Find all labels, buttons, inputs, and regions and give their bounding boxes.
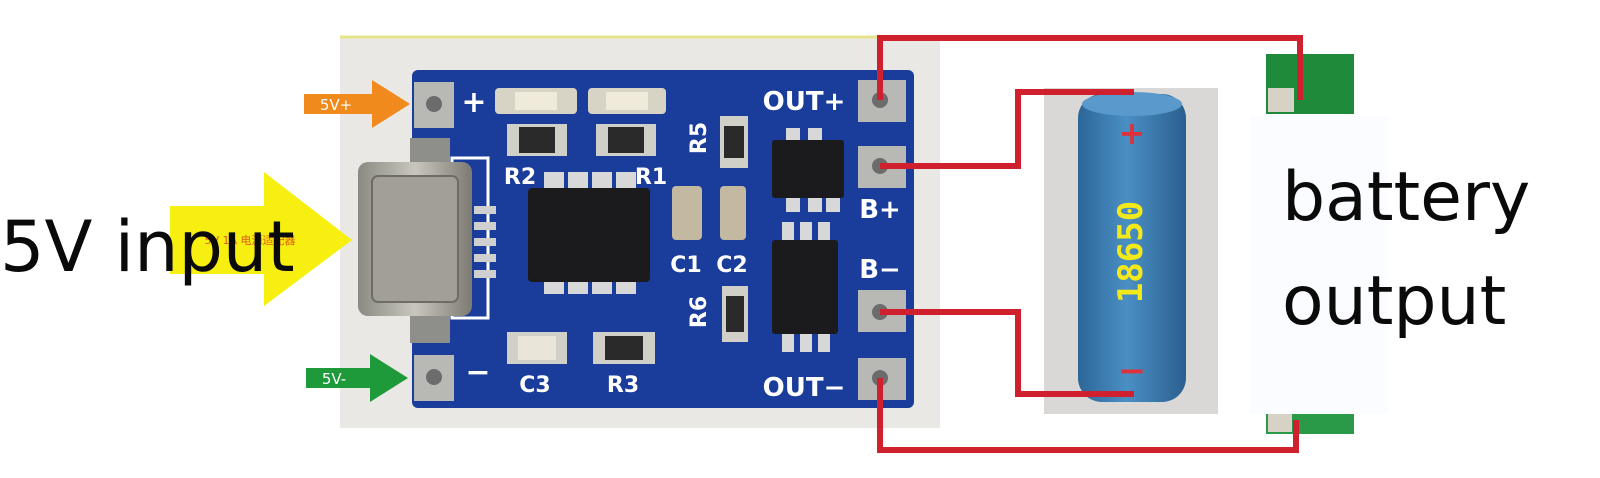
label-c1: C1 [670, 253, 701, 278]
input-title: 5V input [0, 206, 295, 288]
resistor-r2-body [519, 127, 555, 153]
wiring [877, 35, 1303, 453]
label-out-minus: OUT− [763, 373, 846, 403]
input-arrow [170, 172, 352, 306]
arrow-5v-minus [306, 354, 408, 402]
pad-5v-plus-hole [426, 96, 442, 112]
arrow-5v-plus [304, 80, 410, 128]
output-title-line2: output [1282, 262, 1507, 341]
label-c2: C2 [716, 253, 747, 278]
wire-b-plus [880, 89, 1134, 169]
label-r6: R6 [687, 296, 712, 328]
label-c3: C3 [519, 373, 550, 398]
battery-plus-mark: + [1119, 114, 1146, 152]
resistor-r1-body [608, 127, 644, 153]
battery-model-label: 18650 [1111, 201, 1151, 303]
input-arrow-text: 5V 1A 电源适配器 [204, 233, 295, 247]
label-r5: R5 [687, 122, 712, 154]
capacitor-c3-body [518, 336, 556, 360]
resistor-r5-body [724, 126, 744, 158]
label-5v-minus: 5V- [322, 370, 346, 388]
label-r3: R3 [607, 373, 639, 398]
capacitor-c1 [672, 186, 702, 240]
charger-ic [528, 172, 650, 294]
label-r1: R1 [635, 165, 667, 190]
wire-out-plus [877, 35, 1303, 100]
label-5v-plus: 5V+ [320, 96, 352, 114]
pad-5v-minus-hole [426, 369, 442, 385]
board-plus-label: + [461, 85, 486, 120]
led-blue-lens [606, 92, 648, 110]
usb-tab-top [410, 138, 450, 166]
label-b-plus: B+ [859, 195, 901, 225]
output-label-panel [1250, 116, 1388, 414]
resistor-r3-body [605, 336, 643, 360]
wire-out-minus [877, 378, 1299, 453]
mosfet-chip [772, 128, 844, 212]
output-pad-top [1268, 88, 1294, 112]
resistor-r6-body [726, 296, 744, 332]
protection-ic [772, 222, 838, 352]
output-title-line1: battery [1282, 158, 1531, 237]
capacitor-c2 [720, 186, 746, 240]
board-minus-label: − [465, 355, 490, 390]
led-red-lens [515, 92, 557, 110]
micro-usb-port [358, 156, 496, 320]
label-out-plus: OUT+ [763, 87, 846, 117]
battery-top-cap [1082, 92, 1182, 116]
label-b-minus: B− [859, 255, 901, 285]
label-r2: R2 [504, 165, 536, 190]
battery-minus-mark: − [1118, 351, 1147, 391]
output-pad-bottom [1268, 414, 1292, 432]
battery-18650 [1078, 94, 1186, 402]
usb-tab-bottom [410, 315, 450, 343]
wire-b-minus [880, 309, 1134, 397]
